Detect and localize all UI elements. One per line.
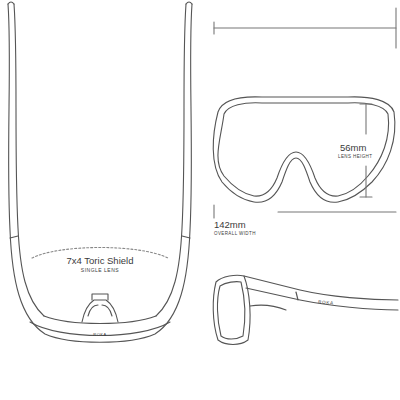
front-view [213, 8, 396, 218]
brand-mark: ROKA [318, 300, 334, 306]
brand-mark: ROKA [93, 333, 106, 337]
dimension-name: OVERALL WIDTH [214, 232, 256, 237]
dimension-value: 142mm [214, 220, 246, 230]
top-view [8, 2, 192, 342]
lens-name: 7x4 Toric Shield [67, 256, 134, 266]
lens-note: SINGLE LENS [81, 268, 119, 273]
dimension-name: LENS HEIGHT [338, 155, 372, 160]
side-view [213, 275, 398, 344]
dimension-value: 56mm [340, 143, 366, 153]
